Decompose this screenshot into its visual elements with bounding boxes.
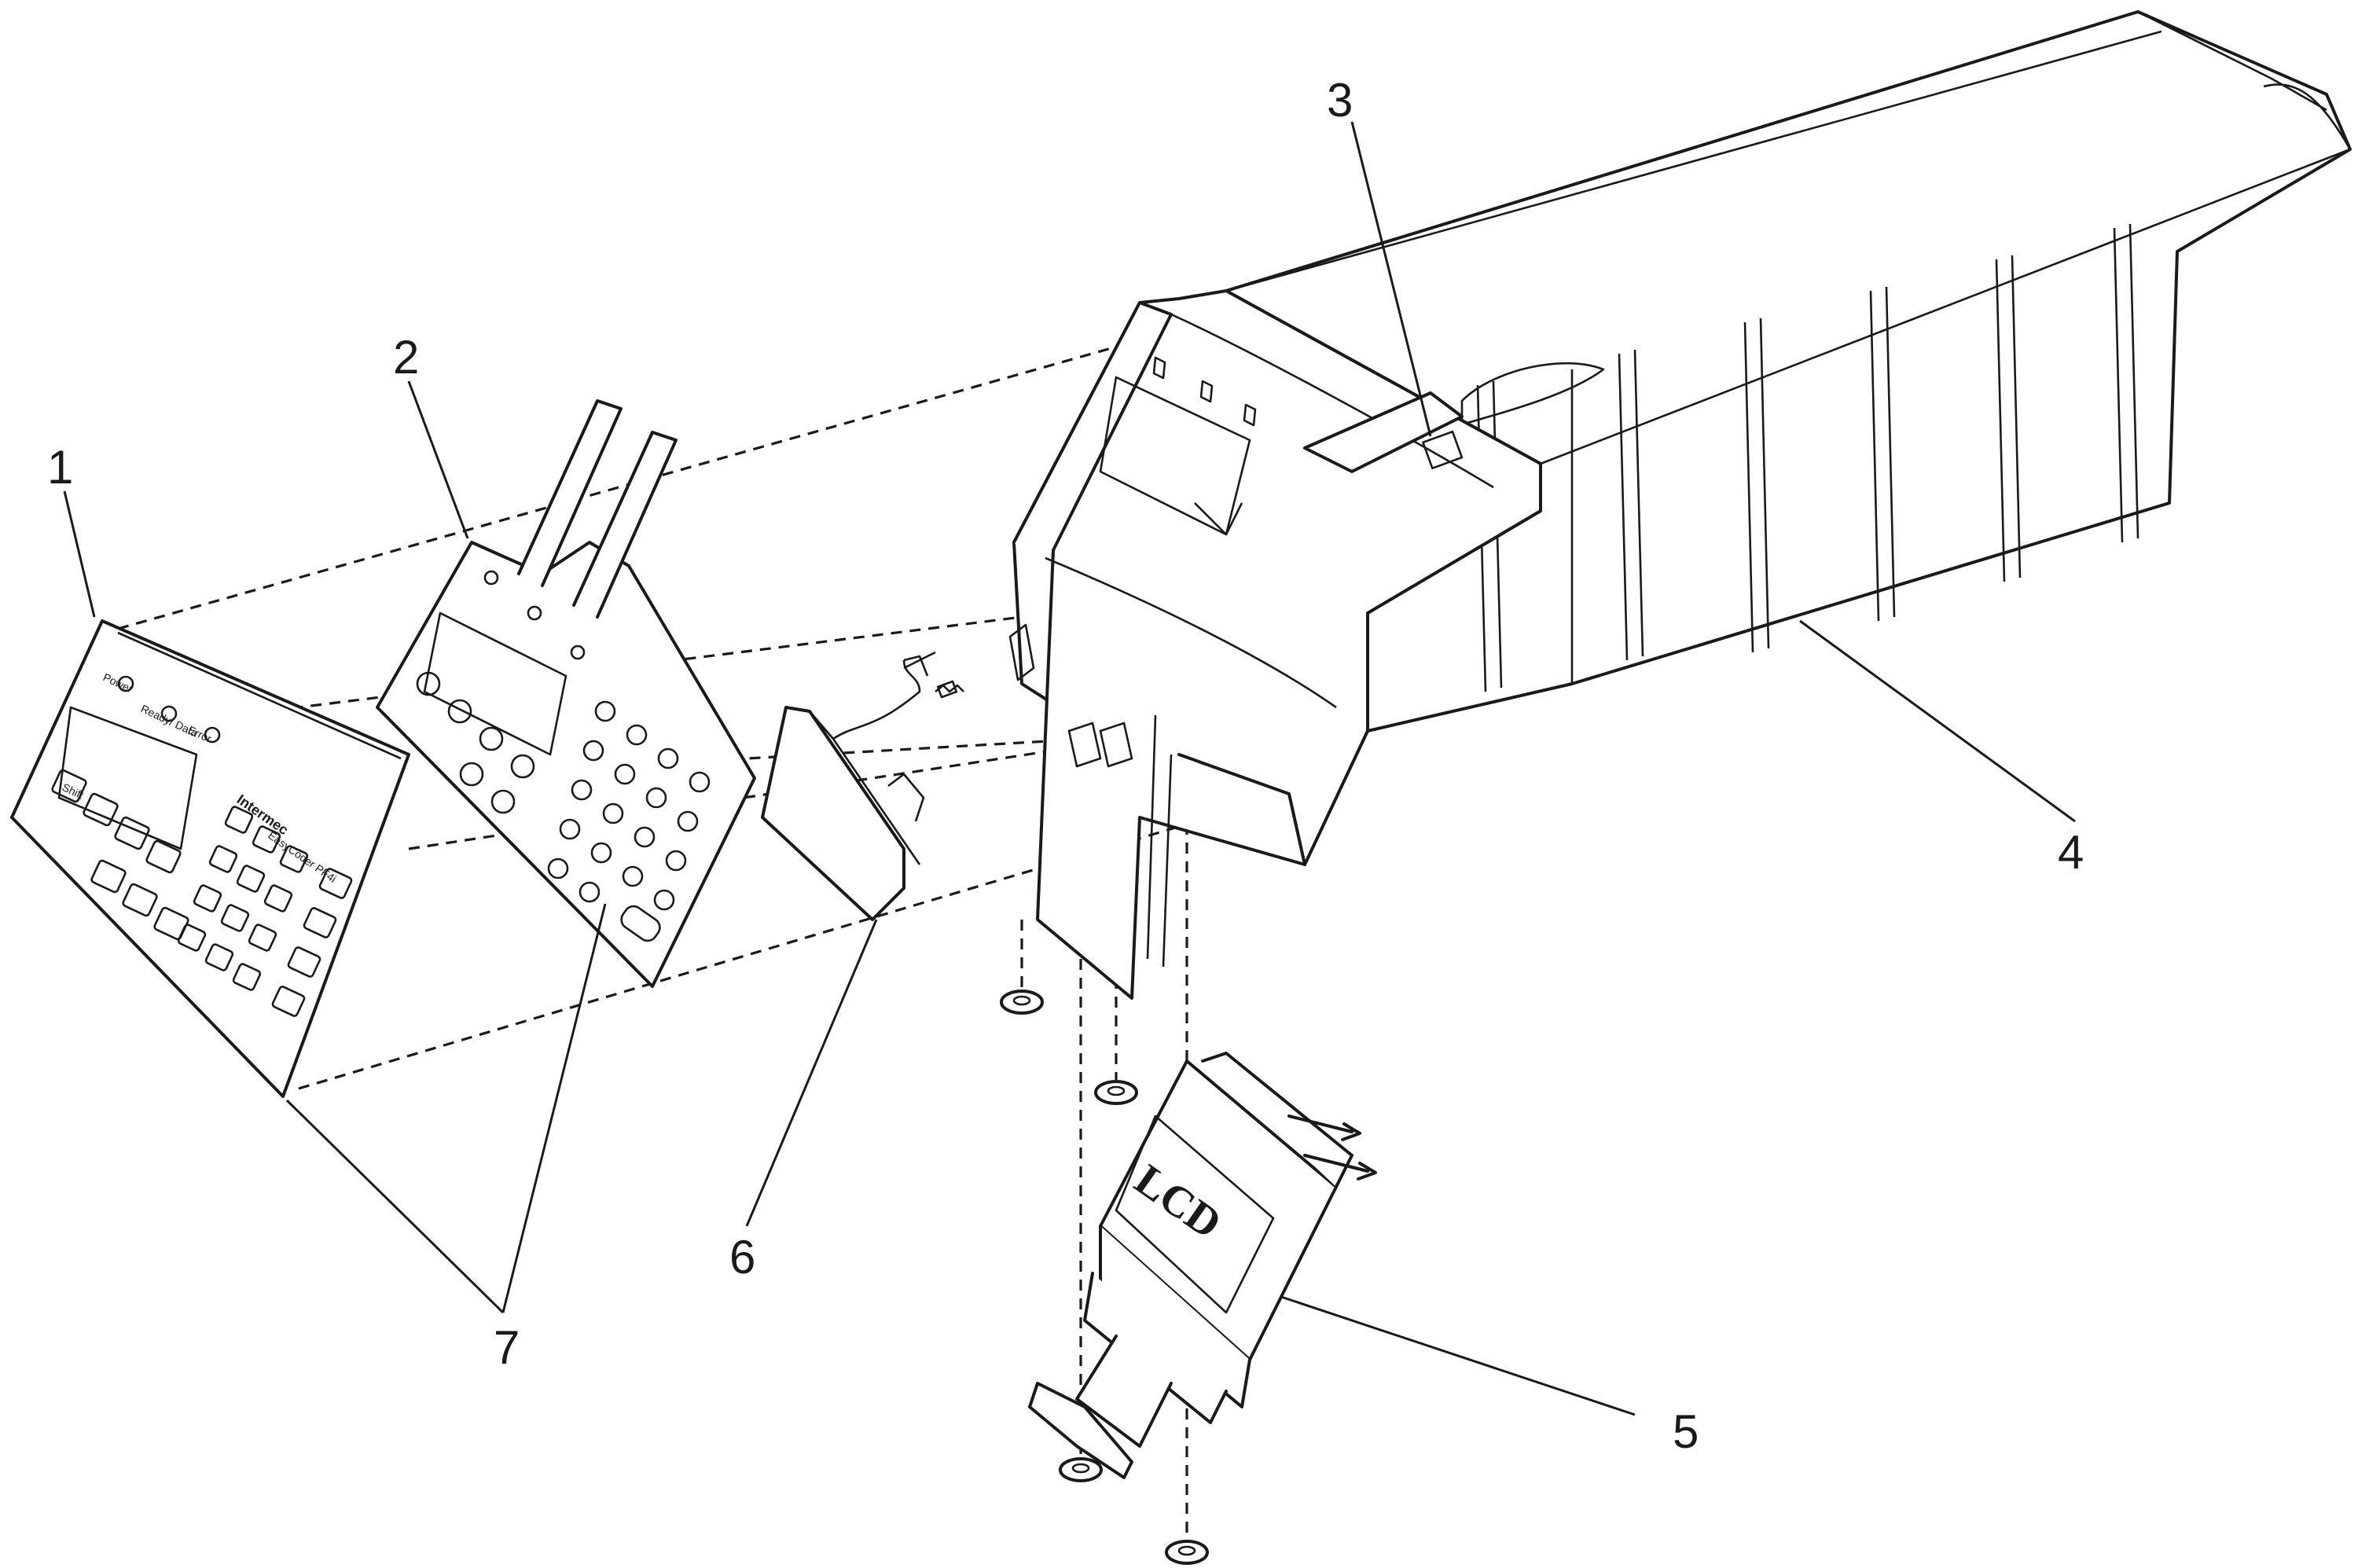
overlay-numeric-keys (177, 806, 353, 1017)
callout-4: 4 (2058, 826, 2084, 879)
washer-3-icon (1059, 1457, 1103, 1482)
washer-2-icon (1094, 1080, 1138, 1105)
callout-labels: 1 2 3 4 5 6 7 (47, 74, 2084, 1458)
leader-lines (63, 121, 2076, 1416)
callout-6: 6 (729, 1231, 755, 1283)
callout-3: 3 (1327, 74, 1353, 127)
screw-icon (936, 680, 958, 699)
membrane-button-holes (416, 671, 711, 942)
top-cover-part (1225, 10, 2352, 733)
callout-5: 5 (1673, 1405, 1699, 1458)
membrane-keypad-part (376, 399, 756, 988)
washer-4-icon (1165, 1540, 1209, 1565)
keyboard-overlay-part: Power Ready/ Data Error Intermec EasyCod… (10, 619, 410, 1098)
callout-2: 2 (393, 331, 419, 384)
washer-1-icon (1000, 990, 1044, 1015)
overlay-left-keys: Shift (51, 769, 189, 941)
button-bracket-part (761, 651, 964, 921)
lcd-module-part: LCD (1028, 1052, 1377, 1479)
callout-1: 1 (47, 441, 73, 494)
washers (936, 680, 1209, 1565)
latch-part (1303, 391, 1464, 473)
callout-7: 7 (494, 1321, 520, 1374)
